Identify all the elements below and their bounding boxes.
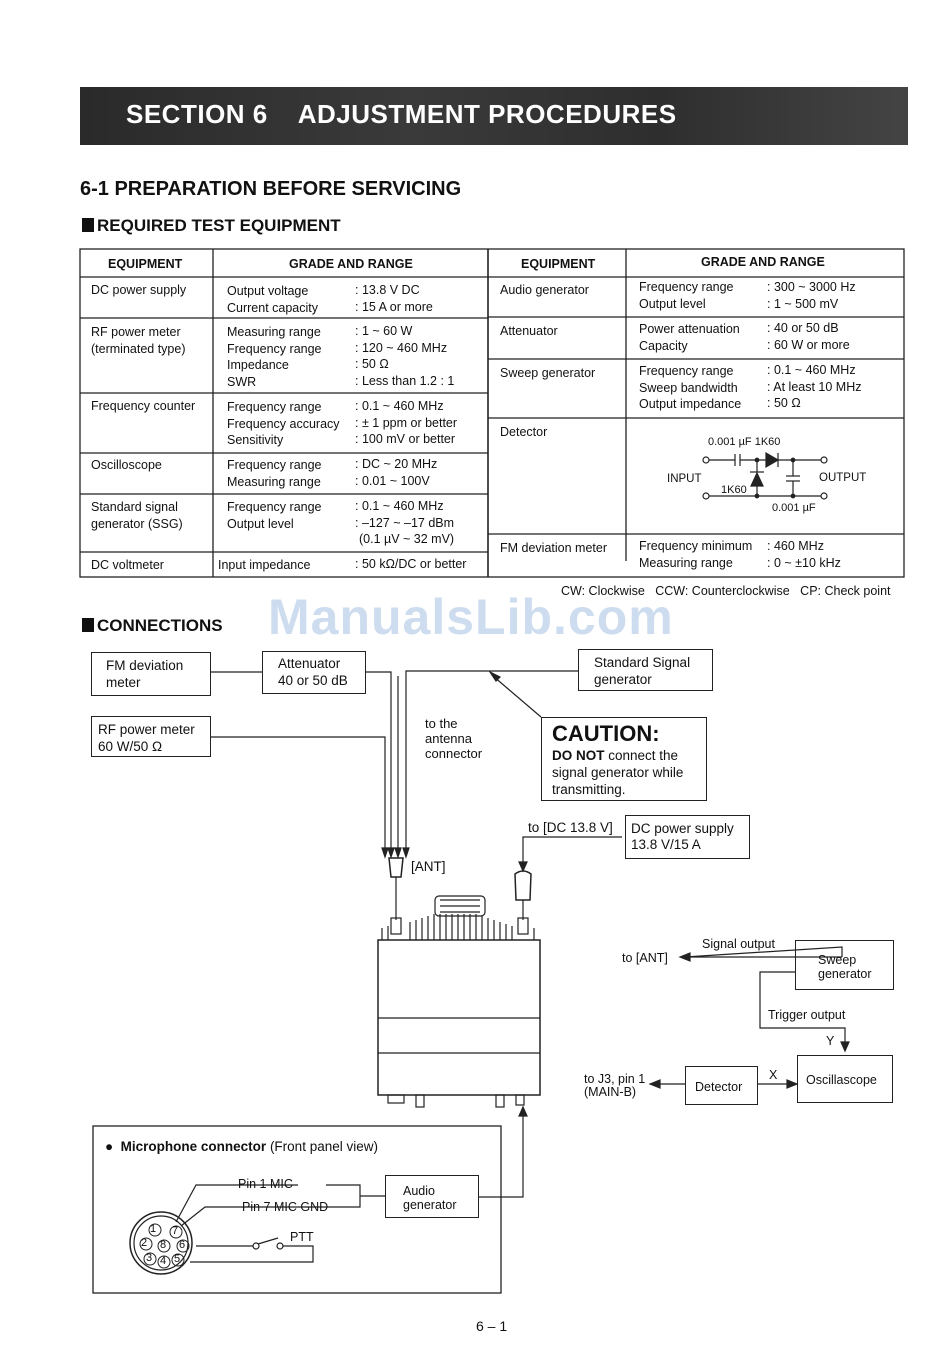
section-number: SECTION 6 — [126, 99, 268, 129]
table-row-rf-power-meter: RF power meter (terminated type) — [91, 325, 186, 356]
ant-label: [ANT] — [411, 859, 446, 874]
page-heading: 6-1 PREPARATION BEFORE SERVICING — [80, 178, 462, 200]
mic-pins — [139, 1223, 190, 1269]
abbreviation-note: CW: Clockwise CCW: Counterclockwise CP: … — [561, 584, 891, 598]
attenuator-box: Attenuator 40 or 50 dB — [262, 651, 366, 694]
page-number: 6 – 1 — [476, 1318, 508, 1334]
to-j3-label: to J3, pin 1 (MAIN-B) — [584, 1072, 646, 1099]
bullet-square-icon — [82, 618, 94, 632]
caution-emphasis: DO NOT — [552, 748, 605, 763]
mic-pin-2: 2 — [141, 1237, 148, 1249]
trigger-output-label: Trigger output — [768, 1008, 846, 1022]
mic-pin-3: 3 — [146, 1252, 153, 1264]
detector-cap-top-label: 0.001 µF 1K60 — [708, 436, 781, 448]
caution-box: CAUTION: DO NOT connect the signal gener… — [541, 717, 707, 801]
section-title: ADJUSTMENT PROCEDURES — [297, 99, 677, 129]
ptt-label: PTT — [290, 1230, 314, 1244]
mic-pin-1: 1 — [150, 1223, 157, 1235]
signal-output-label: Signal output — [702, 937, 775, 951]
audio-generator-box: Audio generator — [385, 1175, 479, 1218]
ssg-box: Standard Signal generator — [578, 649, 713, 691]
table-row-dc-power-supply: DC power supply — [91, 283, 187, 297]
detector-cap-bottom-label: 0.001 µF — [772, 502, 816, 514]
bullet-dot-icon: ● — [105, 1139, 114, 1154]
connections-subheading: CONNECTIONS — [82, 616, 223, 636]
dc-power-supply-box: DC power supply 13.8 V/15 A — [625, 815, 750, 859]
pin1-label: Pin 1 MIC — [238, 1177, 293, 1191]
bullet-square-icon — [82, 218, 94, 232]
sweep-generator-box: Sweep generator — [795, 940, 894, 990]
detector-input-label: INPUT — [667, 473, 702, 485]
caution-title: CAUTION: — [552, 721, 660, 746]
table-row-fm-deviation-meter: FM deviation meter — [500, 541, 607, 555]
dc-to-label: to [DC 13.8 V] — [528, 820, 613, 835]
x-input-label: X — [769, 1068, 778, 1082]
table-row-oscilloscope: Oscilloscope — [91, 458, 162, 472]
detector-box: Detector — [685, 1066, 758, 1105]
detector-diode-label: 1K60 — [721, 484, 747, 496]
mic-pin-5: 5 — [174, 1253, 181, 1265]
watermark: ManualsLib.com — [268, 589, 674, 645]
table-row-attenuator: Attenuator — [500, 324, 558, 338]
table-header-grade-left: GRADE AND RANGE — [289, 257, 413, 271]
detector-circuit — [702, 451, 828, 500]
table-row-audio-generator: Audio generator — [500, 283, 589, 297]
table-row-ssg: Standard signal generator (SSG) — [91, 500, 183, 531]
mic-pin-6: 6 — [179, 1239, 186, 1251]
detector-output-label: OUTPUT — [819, 472, 867, 484]
antenna-note: to the antenna connector — [425, 716, 483, 761]
pin7-label: Pin 7 MIC GND — [242, 1200, 329, 1214]
fm-deviation-meter-box: FM deviation meter — [91, 652, 211, 696]
table-header-equipment-left: EQUIPMENT — [108, 257, 183, 271]
table-row-dc-voltmeter: DC voltmeter — [91, 558, 164, 572]
equipment-subheading: REQUIRED TEST EQUIPMENT — [82, 216, 341, 236]
table-header-grade-right: GRADE AND RANGE — [701, 255, 825, 269]
mic-pin-4: 4 — [160, 1255, 167, 1267]
table-header-equipment-right: EQUIPMENT — [521, 257, 596, 271]
table-row-frequency-counter: Frequency counter — [91, 399, 196, 413]
rf-power-meter-box: RF power meter 60 W/50 Ω — [91, 716, 211, 757]
oscilloscope-box: Oscillascope — [797, 1055, 893, 1103]
y-input-label: Y — [826, 1034, 835, 1048]
table-row-sweep-generator: Sweep generator — [500, 366, 596, 380]
mic-pin-8: 8 — [160, 1239, 167, 1251]
to-ant-label: to [ANT] — [622, 951, 668, 965]
mic-panel-title: ● Microphone connector (Front panel view… — [105, 1139, 378, 1154]
section-banner: SECTION 6 ADJUSTMENT PROCEDURES — [80, 87, 908, 145]
mic-pin-7: 7 — [172, 1225, 179, 1237]
table-row-detector: Detector — [500, 425, 548, 439]
